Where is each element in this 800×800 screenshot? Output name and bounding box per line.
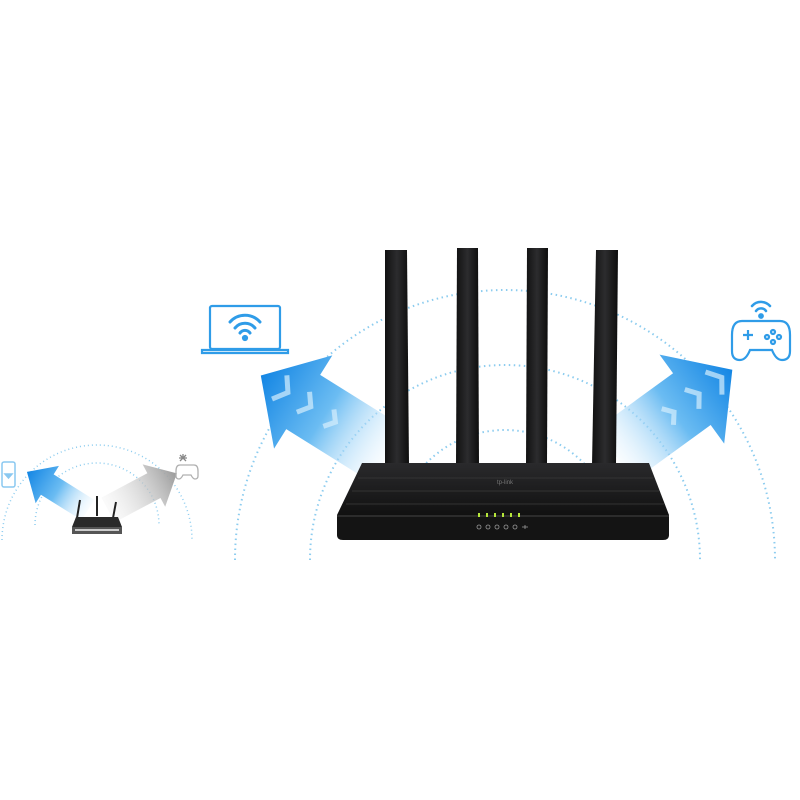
- arrow-to-laptop: [260, 355, 405, 483]
- antenna-3: [526, 248, 548, 465]
- status-leds: [478, 513, 520, 517]
- arrow-to-gamepad: [596, 354, 733, 481]
- laptop-wifi-icon: [200, 304, 290, 355]
- router-antennas: [385, 248, 618, 465]
- legacy-router: [72, 496, 122, 534]
- coverage-arc-outer: [234, 289, 776, 561]
- antenna-1: [385, 250, 409, 465]
- antenna-4: [592, 250, 618, 465]
- coverage-arcs: [234, 289, 776, 561]
- status-icons: [476, 524, 528, 530]
- phone-icon: [1, 461, 16, 488]
- legacy-gamepad-icon: [175, 454, 199, 480]
- legacy-coverage-arcs: [1, 444, 193, 541]
- antenna-2: [456, 248, 479, 465]
- tp-link-logo: tp-link: [497, 480, 514, 486]
- coverage-arc-middle: [309, 364, 701, 561]
- main-router: tp-link: [337, 463, 669, 540]
- legacy-arrow-gray: [101, 464, 177, 523]
- gamepad-wifi-icon: [730, 300, 792, 362]
- legacy-arrow-blue: [26, 465, 95, 521]
